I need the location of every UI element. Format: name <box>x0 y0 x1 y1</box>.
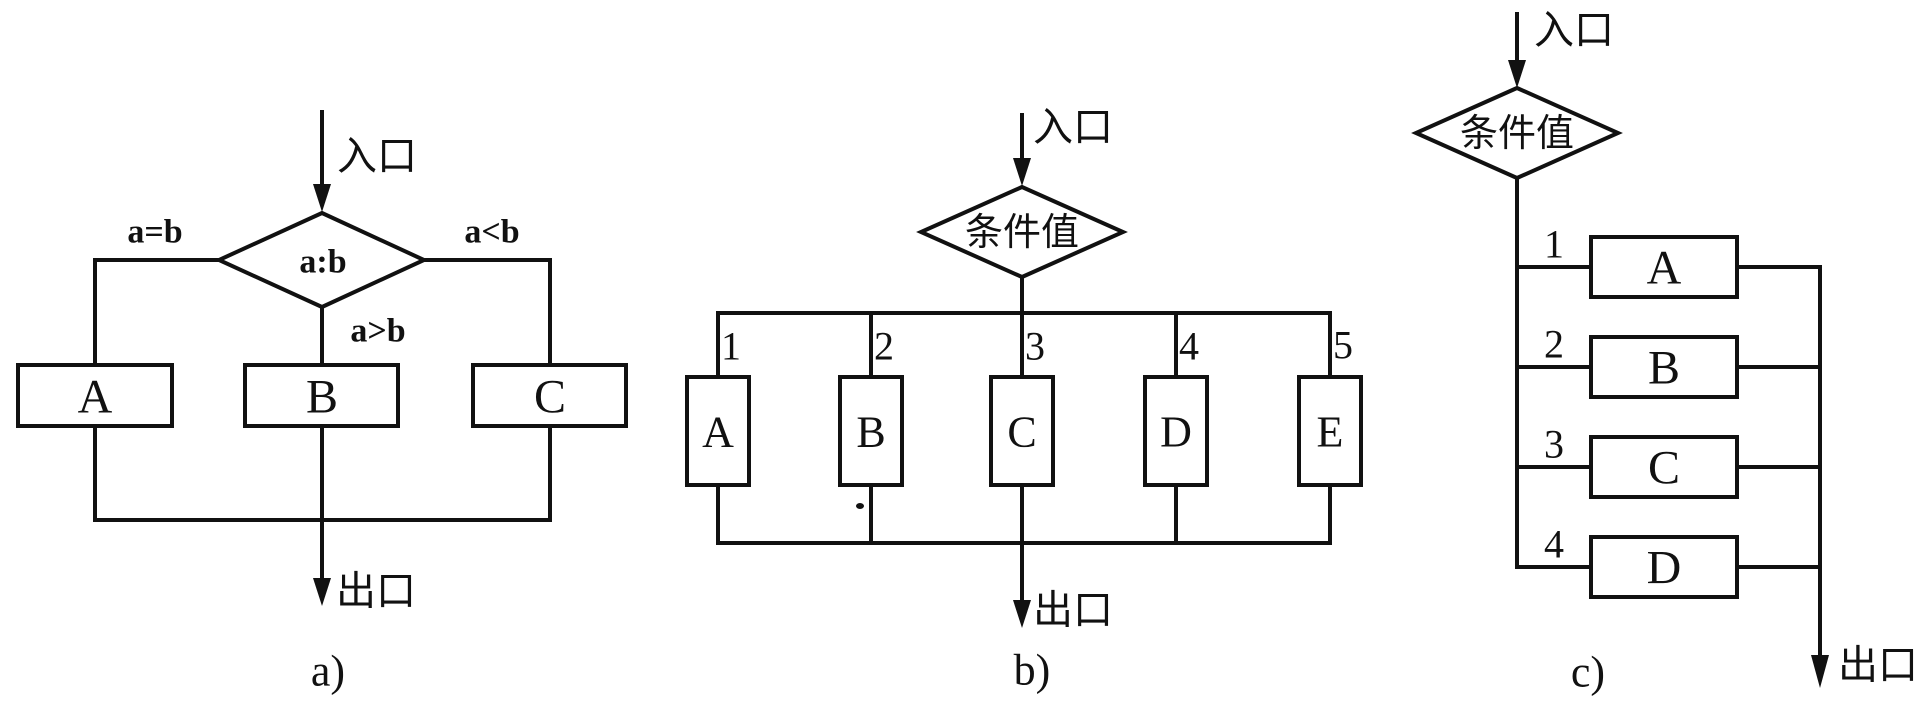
process-box-e-label: E <box>1317 408 1344 457</box>
branch-middle-label: a>b <box>350 313 405 350</box>
process-box-c-label: C <box>534 371 566 424</box>
ink-speck <box>856 503 864 509</box>
decision-label: 条件值 <box>1460 113 1574 155</box>
flowchart-a: 入口 a:b a=b a<b a>b A B C 出口 a) <box>16 110 628 696</box>
exit-label: 出口 <box>1033 588 1113 633</box>
entry-label: 入口 <box>1033 105 1113 150</box>
process-box-c-label: C <box>1648 442 1680 495</box>
process-box-d <box>1589 535 1739 599</box>
process-box-a <box>685 375 751 487</box>
process-box-c <box>471 363 628 428</box>
exit-label: 出口 <box>336 569 416 614</box>
process-box-b-label: B <box>1648 342 1680 395</box>
branch-4-label: 4 <box>1179 324 1199 369</box>
entry-label: 入口 <box>1534 8 1614 53</box>
branch-2-label: 2 <box>1544 322 1564 367</box>
flowchart-c: 入口 条件值 1 A 2 B 3 C 4 D 出口 c) <box>1411 8 1918 697</box>
entry-arrowhead-icon <box>1013 158 1031 186</box>
process-box-d-label: D <box>1160 408 1192 457</box>
entry-arrowhead-icon <box>1508 60 1526 88</box>
process-box-a-label: A <box>702 408 734 457</box>
branch-right-label: a<b <box>464 214 519 251</box>
branch-3-label: 3 <box>1544 422 1564 467</box>
caption-b: b) <box>1014 646 1051 695</box>
branch-1-label: 1 <box>1544 222 1564 267</box>
process-box-a-label: A <box>78 371 113 424</box>
process-box-a <box>16 363 174 428</box>
process-box-b <box>1589 335 1739 399</box>
exit-label: 出口 <box>1838 643 1918 688</box>
branch-left-line <box>93 258 221 367</box>
branch-2-label: 2 <box>874 324 894 369</box>
decision-label: 条件值 <box>965 212 1079 254</box>
process-box-a <box>1589 235 1739 299</box>
caption-c: c) <box>1571 648 1605 697</box>
process-box-c <box>1589 435 1739 499</box>
entry-arrowhead-icon <box>313 184 331 212</box>
decision-label: a:b <box>299 244 346 281</box>
caption-a: a) <box>311 647 345 696</box>
branch-4-label: 4 <box>1544 522 1564 567</box>
exit-arrowhead-icon <box>313 578 331 606</box>
entry-label: 入口 <box>337 134 417 179</box>
process-box-a-label: A <box>1647 242 1682 295</box>
flowchart-b: 入口 条件值 1 A 2 B 3 C 4 D 5 E <box>685 105 1363 695</box>
branch-5-label: 5 <box>1333 323 1353 368</box>
process-box-b <box>838 375 904 487</box>
branch-1-label: 1 <box>721 324 741 369</box>
process-box-e <box>1297 375 1363 487</box>
process-box-b-label: B <box>856 408 885 457</box>
process-box-c-label: C <box>1007 408 1036 457</box>
branch-right-line <box>422 258 552 367</box>
branch-left-label: a=b <box>127 214 182 251</box>
process-box-b-label: B <box>306 371 338 424</box>
process-box-d <box>1143 375 1209 487</box>
exit-arrowhead-icon <box>1013 600 1031 628</box>
exit-arrowhead-icon <box>1811 655 1829 688</box>
branch-3-label: 3 <box>1025 324 1045 369</box>
process-box-d-label: D <box>1647 542 1682 595</box>
